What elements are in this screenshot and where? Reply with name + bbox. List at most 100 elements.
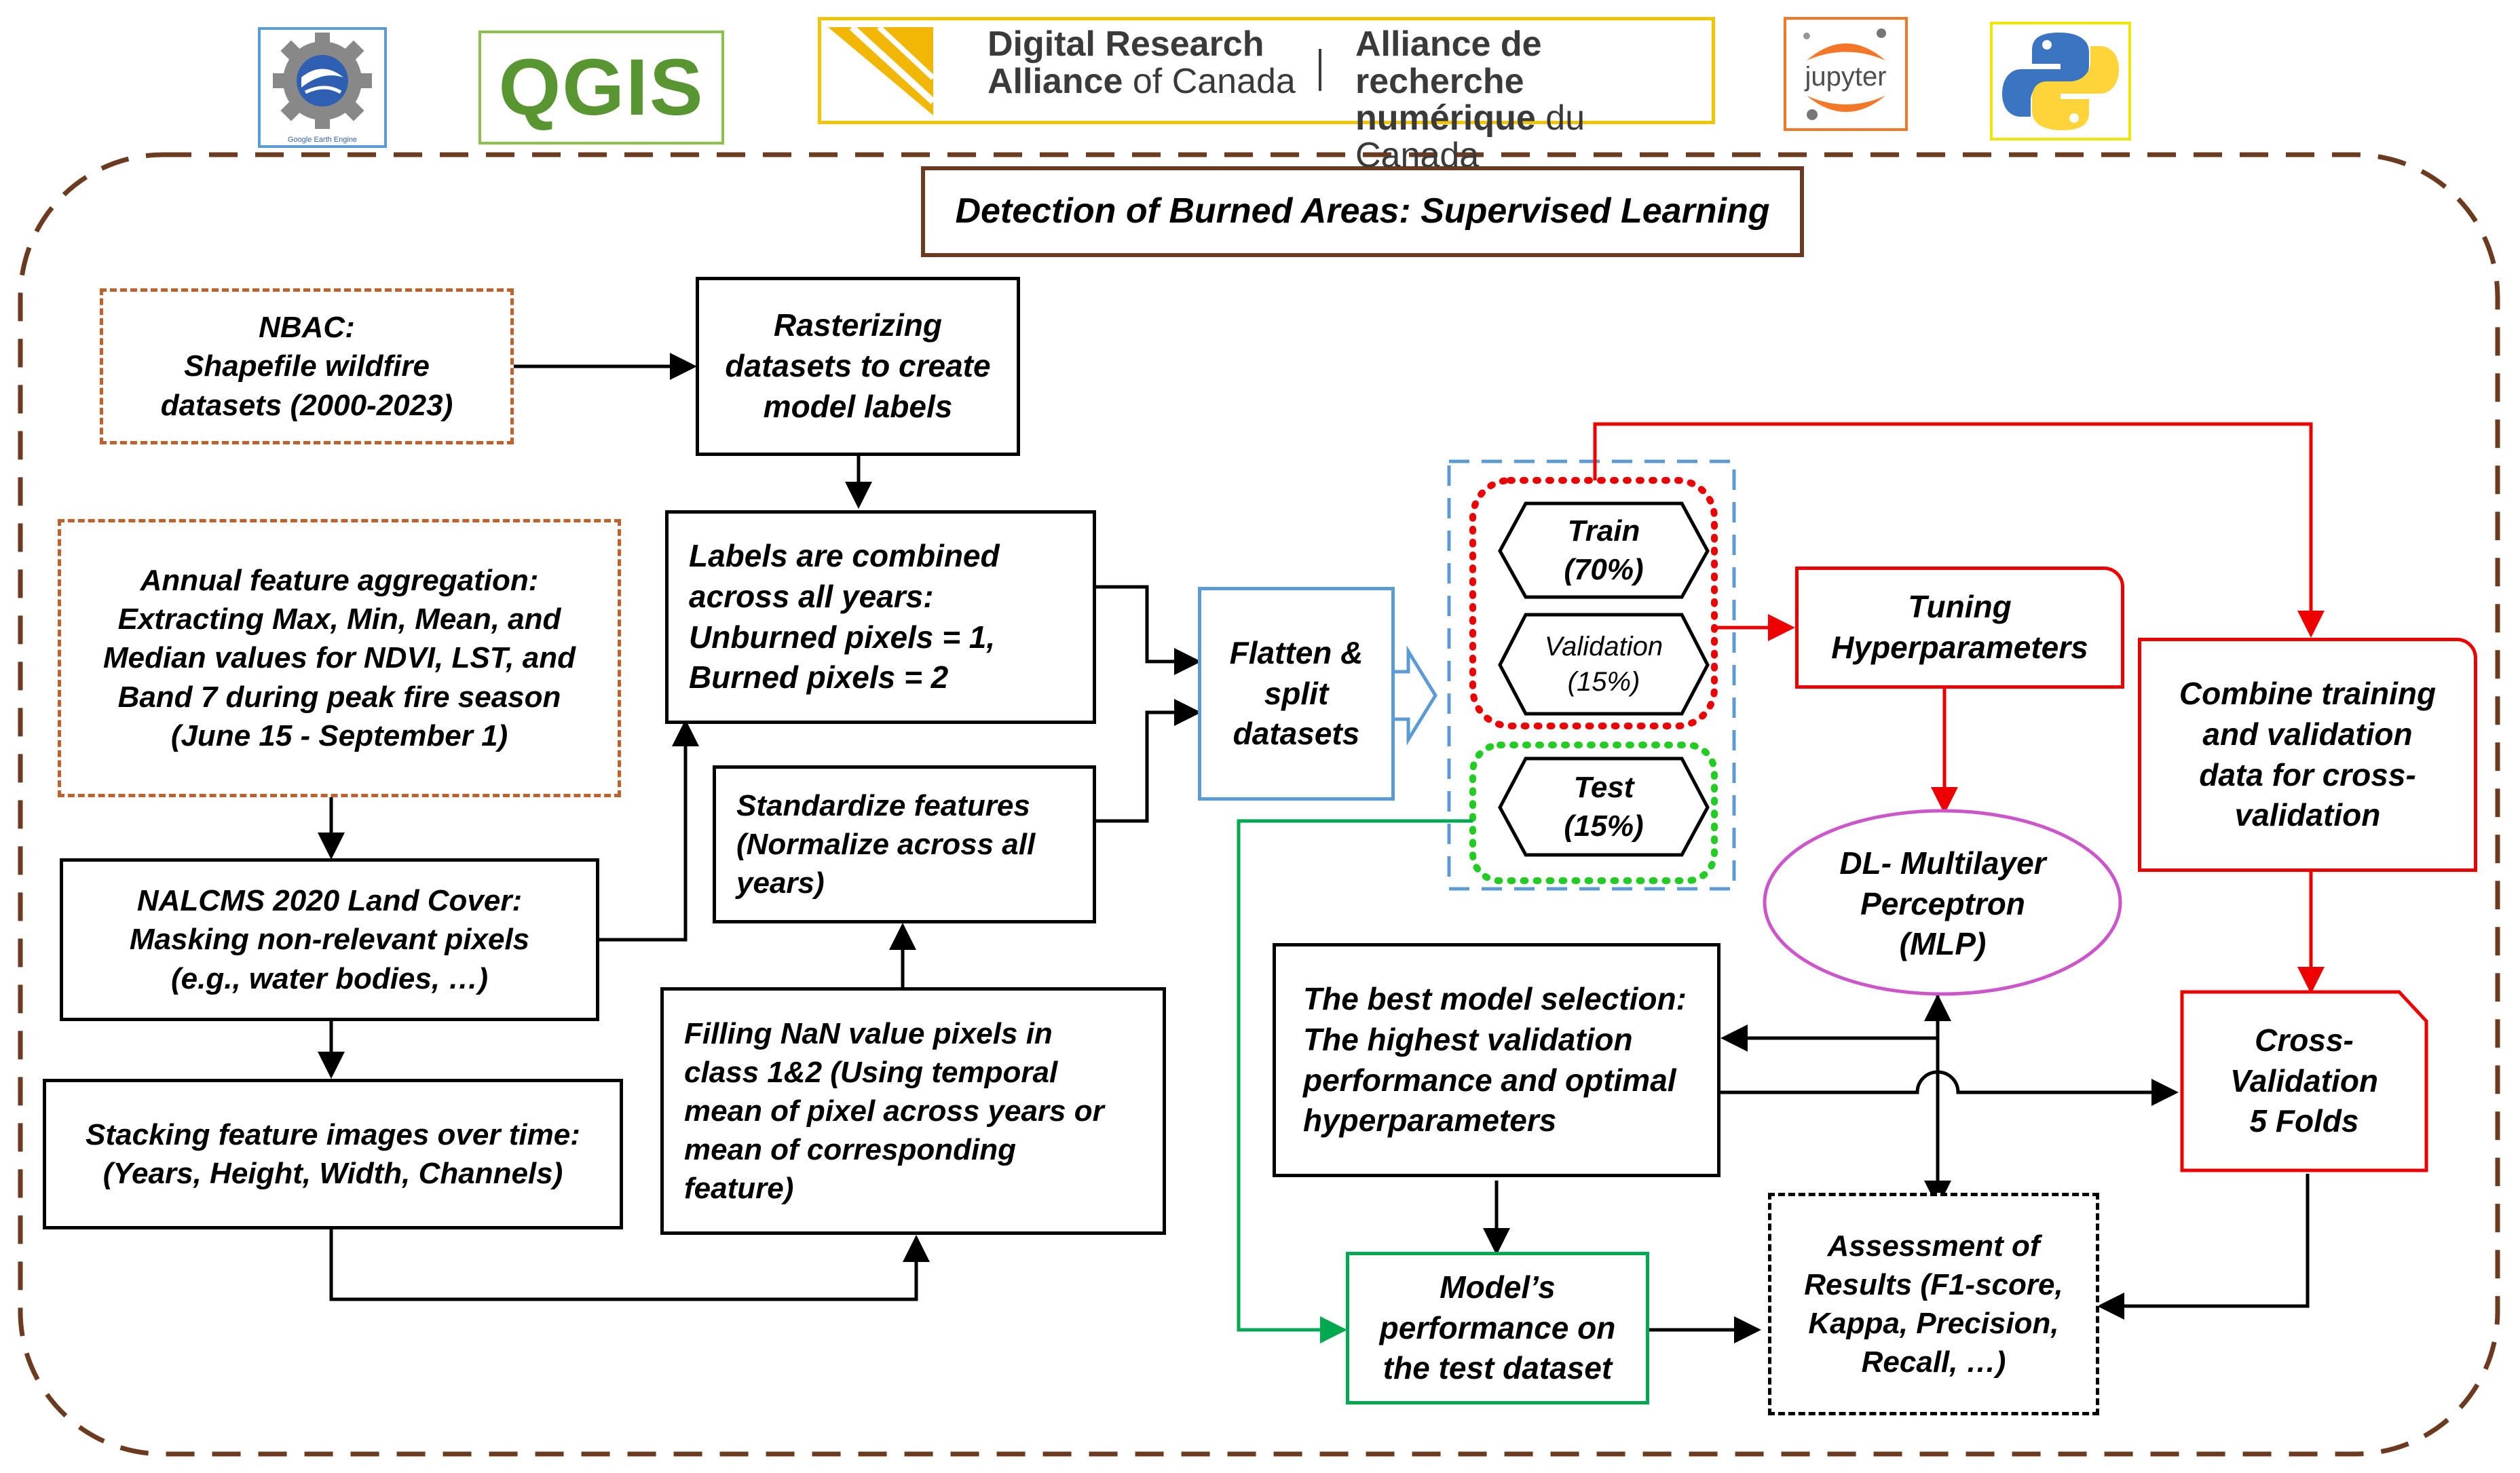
performance-line-2: performance on (1379, 1309, 1616, 1345)
assessment-box: Assessment of Results (F1-score, Kappa, Pr… (1768, 1193, 2099, 1415)
validation-node: Validation(15%) (1500, 615, 1708, 714)
mlp-line-1: DL- Multilayer (1839, 845, 2046, 881)
train-hex-shape (1498, 501, 1710, 599)
gee-caption: Google Earth Engine (287, 136, 358, 144)
standardize-line-1: Standardize features (736, 788, 1030, 822)
alliance-logo: Digital Research Alliance of Canada Alli… (818, 17, 1715, 174)
filling-line-4: mean of corresponding (684, 1133, 1016, 1167)
best-line-2: The highest validation (1303, 1021, 1633, 1057)
gee-logo: Google Earth Engine (258, 27, 387, 148)
combine-line-2: and validation (2202, 716, 2413, 752)
nbac-line-2: Shapefile wildfire (184, 349, 430, 383)
performance-box: Model’s performance on the test dataset (1346, 1252, 1649, 1404)
header-title: Detection of Burned Areas: Supervised Le… (927, 172, 1798, 251)
annual-line-1: Annual feature aggregation: (140, 564, 539, 598)
arrow-stacking-to-filling (329, 1228, 930, 1301)
performance-line-3: the test dataset (1383, 1350, 1613, 1386)
best-line-4: hyperparameters (1303, 1103, 1557, 1139)
tuning-line-2: Hyperparameters (1831, 630, 2088, 665)
assessment-line-1: Assessment of (1827, 1229, 2040, 1263)
alliance-en-line2: Alliance of Canada (988, 61, 1296, 101)
cv-line-3: 5 Folds (2249, 1103, 2359, 1139)
best-model-box: The best model selection: The highest val… (1273, 943, 1720, 1177)
split-group-frame (1447, 459, 1736, 891)
mlp-line-2: Perceptron (1860, 885, 2025, 921)
test-hex-shape (1498, 757, 1710, 857)
cross-validation-node: Cross- Validation 5 Folds (2182, 992, 2426, 1170)
jupyter-wordmark: jupyter (1805, 62, 1887, 92)
annual-aggregation-box: Annual feature aggregation: Extracting Ma… (58, 519, 621, 797)
mlp-ellipse-shape (1763, 809, 2122, 996)
test-line-2: (15%) (1564, 809, 1644, 843)
mlp-line-3: (MLP) (1899, 926, 1987, 962)
header-title-box (921, 166, 1804, 257)
filling-line-3: mean of pixel across years or (684, 1094, 1104, 1128)
alliance-fr-line2: numérique du Canada (1355, 100, 1712, 174)
train-node: Train(70%) (1500, 503, 1708, 597)
stacking-box: Stacking feature images over time:(Years… (43, 1079, 623, 1229)
standardize-line-3: years) (736, 866, 825, 900)
test-line-1: Test (1573, 770, 1634, 804)
alliance-french: Alliance de recherche numérique du Canad… (1355, 26, 1712, 174)
tuning-line-1: Tuning (1908, 589, 2012, 625)
labels-line-2: across all years: (689, 578, 934, 614)
best-line-3: performance and optimal (1303, 1062, 1676, 1098)
arrow-mlp-to-best (1720, 1025, 1940, 1052)
validation-hex-shape (1498, 613, 1710, 716)
annual-line-2: Extracting Max, Min, Mean, and (117, 602, 561, 636)
alliance-english: Digital Research Alliance of Canada (988, 26, 1296, 100)
assessment-line-2: Results (F1-score, (1804, 1267, 2063, 1301)
annual-line-5: (June 15 - September 1) (170, 719, 508, 752)
train-validation-group (1469, 477, 1718, 729)
labels-line-1: Labels are combined (689, 537, 1000, 573)
annual-line-3: Median values for NDVI, LST, and (103, 641, 576, 675)
combine-line-3: data for cross- (2199, 757, 2416, 792)
annual-line-4: Band 7 during peak fire season (117, 680, 561, 714)
filling-line-1: Filling NaN value pixels in (684, 1016, 1053, 1050)
nalcms-box: NALCMS 2020 Land Cover: Masking non-relev… (60, 858, 599, 1021)
alliance-divider (1319, 49, 1321, 91)
python-logo (1990, 22, 2131, 140)
flatten-arrow-icon (1393, 645, 1437, 746)
nalcms-line-3: (e.g., water bodies, …) (171, 961, 488, 995)
arrow-best-to-cv (1720, 1070, 2179, 1106)
stacking-line-1: Stacking feature images over time: (86, 1117, 580, 1151)
cv-line-2: Validation (2230, 1063, 2379, 1098)
filling-line-5: feature) (684, 1172, 794, 1206)
flatten-line-2: split (1264, 675, 1329, 711)
alliance-fr-line1: Alliance de recherche (1355, 24, 1542, 101)
test-node: Test (15%) (1500, 759, 1708, 855)
nalcms-line-1: NALCMS 2020 Land Cover: (136, 884, 523, 918)
test-group (1469, 742, 1718, 884)
labels-line-4: Burned pixels = 2 (689, 659, 949, 695)
arrow-test-to-performance (1237, 819, 1473, 1343)
arrow-standardize-to-flatten (1096, 699, 1201, 823)
filling-line-2: class 1&2 (Using temporal (684, 1055, 1058, 1089)
labels-box: Labels are combined across all years: Unbu… (665, 510, 1096, 724)
performance-line-1: Model’s (1440, 1269, 1556, 1305)
alliance-fr-regular: du Canada (1355, 98, 1585, 175)
validation-line-1: Validation (1544, 632, 1663, 662)
qgis-logo: QGIS (478, 31, 724, 145)
rasterize-line-1: Rasterizing (774, 307, 942, 343)
nalcms-line-2: Masking non-relevant pixels (129, 923, 530, 957)
labels-line-3: Unburned pixels = 1, (689, 619, 996, 655)
header-title-text: Detection of Burned Areas: Supervised Le… (955, 191, 1770, 231)
alliance-en-regular: of Canada (1132, 61, 1296, 101)
rasterize-line-3: model labels (763, 388, 953, 424)
arrow-labels-to-flatten (1096, 585, 1201, 675)
alliance-triangle-icon (828, 24, 936, 115)
cv-box-shape (2180, 990, 2428, 1172)
train-line-2: (70%) (1564, 553, 1644, 586)
best-line-1: The best model selection: (1303, 980, 1687, 1016)
cv-line-1: Cross- (2255, 1022, 2354, 1058)
combine-line-1: Combine training (2179, 675, 2437, 711)
assessment-line-3: Kappa, Precision, (1808, 1307, 2059, 1340)
alliance-fr-bold: numérique (1355, 98, 1536, 138)
arrow-nalcms-to-labels (597, 719, 699, 942)
